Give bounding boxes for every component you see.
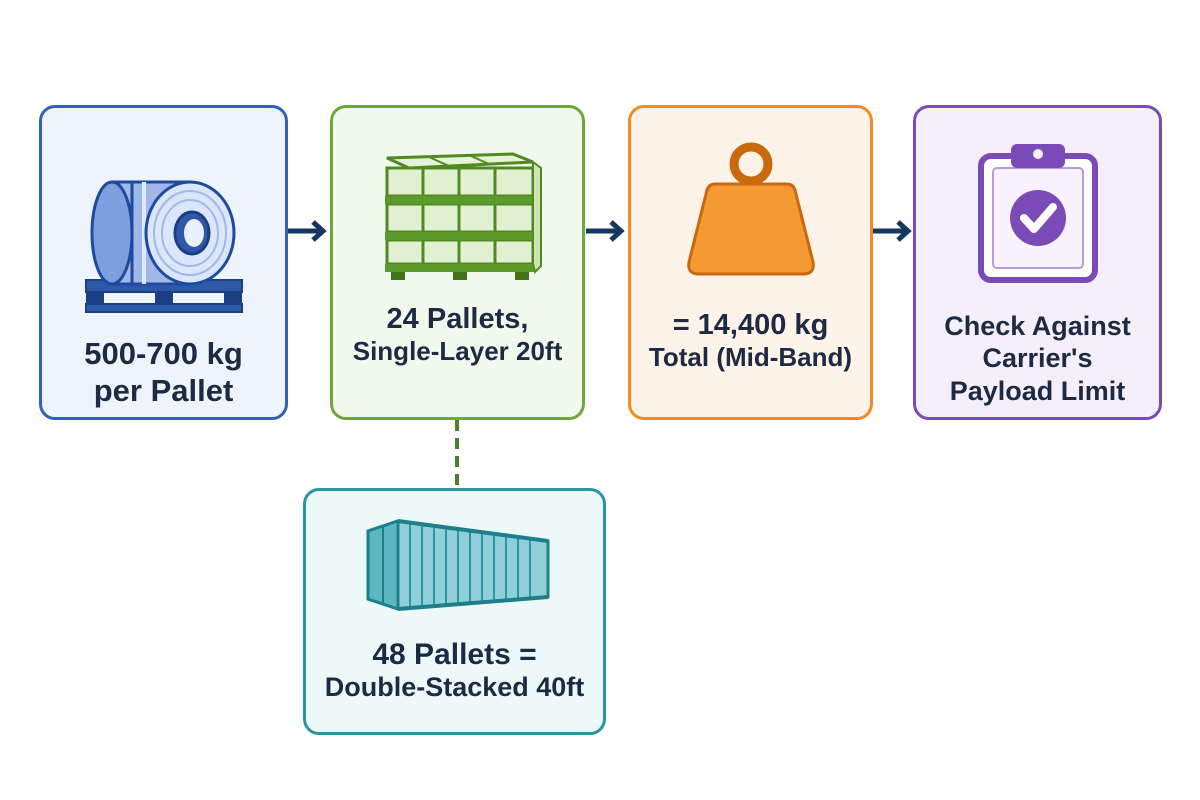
step-card-payload-check: Check Against Carrier's Payload Limit <box>913 105 1162 420</box>
weight-icon <box>686 142 815 276</box>
step-card-coil-weight: 500-700 kg per Pallet <box>39 105 288 420</box>
branch-card-double-stacked: 48 Pallets = Double-Stacked 40ft <box>303 488 606 735</box>
step-label-pallets: 24 Pallets, Single-Layer 20ft <box>352 303 563 367</box>
dashed-connector-pallets-to-container <box>455 420 459 490</box>
clipboard-check-icon <box>977 144 1098 283</box>
arrow-coil-to-pallets <box>288 220 327 242</box>
step-label-coil: 500-700 kg per Pallet <box>84 336 243 408</box>
branch-label-container: 48 Pallets = Double-Stacked 40ft <box>324 638 585 703</box>
steel-coil-on-pallet-icon <box>84 180 243 313</box>
step-card-pallet-count: 24 Pallets, Single-Layer 20ft <box>330 105 585 420</box>
stacked-pallets-icon <box>384 152 542 280</box>
step-card-total-weight: = 14,400 kg Total (Mid-Band) <box>628 105 873 420</box>
step-label-total: = 14,400 kg Total (Mid-Band) <box>648 309 853 373</box>
arrow-total-to-check <box>873 220 912 242</box>
shipping-container-icon <box>366 519 549 611</box>
step-label-check: Check Against Carrier's Payload Limit <box>944 311 1131 406</box>
arrow-pallets-to-total <box>586 220 625 242</box>
